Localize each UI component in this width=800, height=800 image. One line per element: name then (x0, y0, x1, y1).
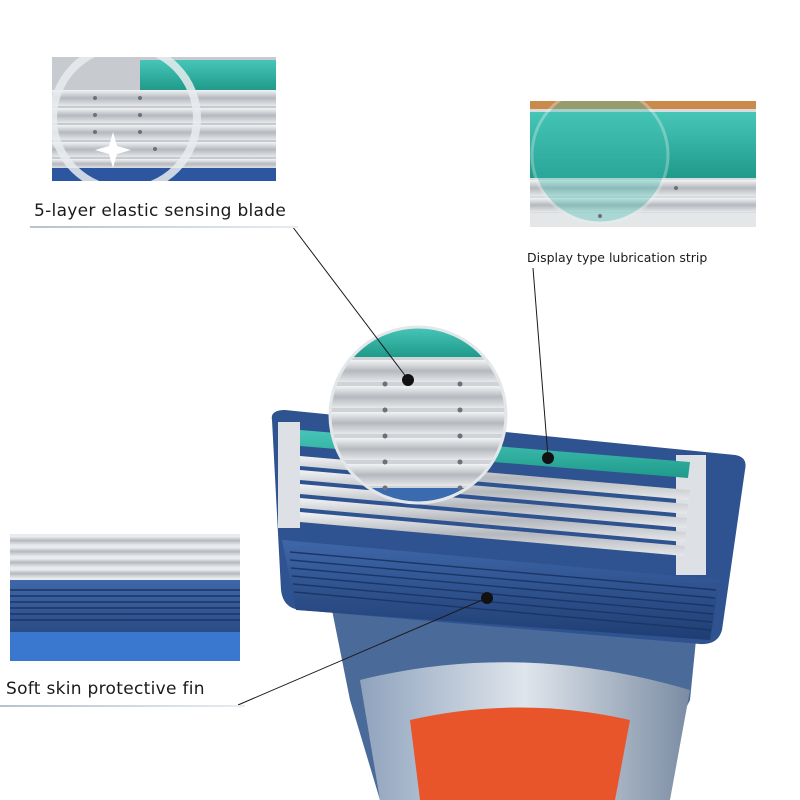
lubrication-strip-label: Display type lubrication strip (527, 250, 708, 265)
inset-lubrication-strip-closeup (530, 101, 756, 227)
magnifier-bubble (328, 325, 508, 505)
razor-handle (330, 600, 700, 800)
inset-blade-closeup (52, 57, 276, 181)
protective-fin-label: Soft skin protective fin (6, 679, 205, 699)
strip-marker-dot (542, 452, 554, 464)
inset-protective-fin-closeup (10, 534, 240, 661)
blade-marker-dot (402, 374, 414, 386)
fin-label-underline (0, 705, 245, 707)
protective-fin-ridges (289, 551, 717, 631)
callout-lines (237, 225, 549, 706)
blade-label-underline (30, 226, 298, 228)
blade-label: 5-layer elastic sensing blade (34, 201, 287, 221)
handle-grip-orange (410, 707, 630, 800)
callout-markers (402, 374, 554, 604)
fin-marker-dot (481, 592, 493, 604)
